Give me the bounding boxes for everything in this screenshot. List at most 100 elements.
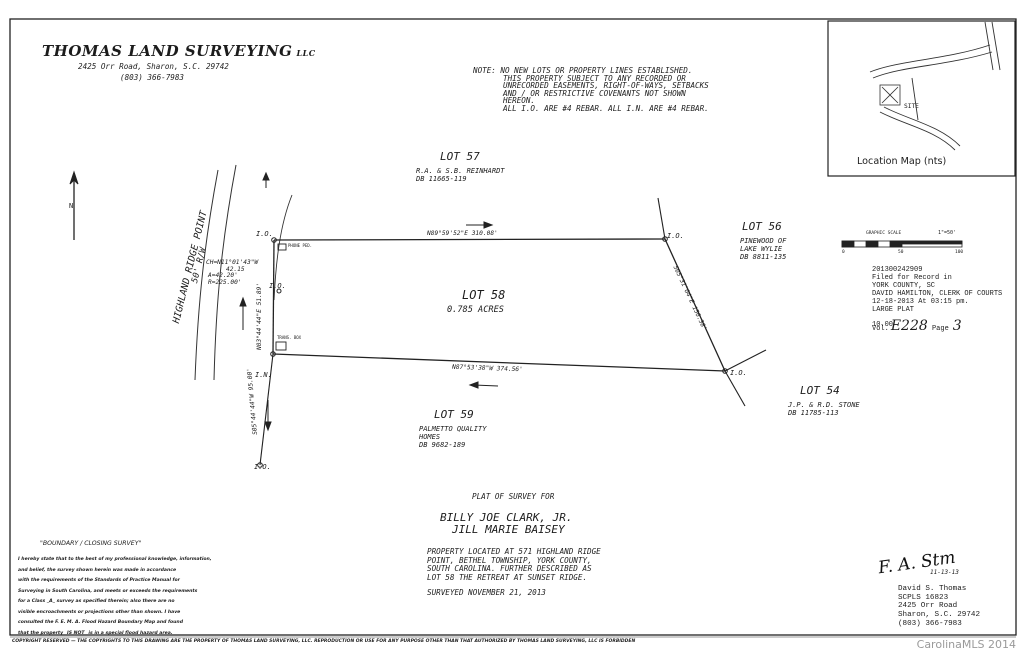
graphic-scale-tick-100: 100 (955, 250, 964, 255)
certification-line: for a Class _A_ survey as specified ther… (18, 599, 175, 604)
recording-line: Filed for Record in (872, 273, 952, 282)
recording-page-value: 3 (952, 318, 962, 334)
surveyor-phone: (803) 366-7983 (898, 619, 962, 628)
lot-57-title: LOT 57 (440, 150, 480, 163)
firm-name-text: THOMAS LAND SURVEYING (42, 42, 293, 60)
north-arrow (69, 170, 79, 240)
phone-ped-label: PHONE PED. (288, 243, 313, 248)
location-map-frame (827, 20, 1016, 177)
recording-vol-label: Vol. (872, 325, 889, 333)
lot-59-deed: DB 9682-189 (419, 441, 466, 449)
survey-note: NOTE: NO NEW LOTS OR PROPERTY LINES ESTA… (473, 67, 709, 113)
plat-description-line: POINT, BETHEL TOWNSHIP, YORK COUNTY, (427, 555, 592, 565)
marker-io-nw: I.O. (256, 230, 273, 238)
recording-number: 201300242909 (872, 266, 923, 274)
recording-fee-label: LARGE PLAT (872, 305, 915, 314)
plat-description: PROPERTY LOCATED AT 571 HIGHLAND RIDGE P… (427, 547, 601, 583)
lot-57-deed: DB 11665-119 (416, 175, 467, 183)
recording-line: 12-18-2013 At 03:15 pm. (872, 297, 969, 306)
graphic-scale-ratio: 1"=50' (938, 230, 957, 236)
graphic-scale-bar (841, 240, 963, 248)
lot-56-owner-2: LAKE WYLIE (740, 245, 783, 253)
north-label: N (69, 202, 74, 211)
marker-io-se: I.O. (730, 369, 747, 377)
firm-phone: (803) 366-7983 (120, 73, 185, 82)
sheet-border (9, 18, 1017, 636)
location-map-site-label: SITE (904, 103, 919, 110)
location-map-title: Location Map (nts) (857, 156, 947, 167)
plat-owner-2: JILL MARIE BAISEY (452, 523, 565, 536)
bearing-arrows (239, 171, 499, 432)
lot-56-owner: PINEWOOD OF (740, 237, 787, 245)
iron-markers (257, 236, 728, 468)
bearing-north-line: N89°59'52"E 310.08' (427, 230, 498, 238)
certification-heading: "BOUNDARY / CLOSING SURVEY" (40, 540, 142, 547)
certification-line: Surveying in South Carolina, and meets o… (18, 588, 198, 594)
plat-owner-1: BILLY JOE CLARK, JR. (440, 511, 573, 524)
surveyor-license: SCPLS 16823 (898, 593, 949, 602)
firm-address: 2425 Orr Road, Sharon, S.C. 29742 (78, 62, 229, 71)
firm-suffix: LLC (296, 48, 316, 58)
lot-58-title: LOT 58 (462, 288, 506, 302)
curve-chord-length: 42.15 (226, 265, 245, 273)
plat-surveyed-date: SURVEYED NOVEMBER 21, 2013 (427, 588, 546, 597)
recording-page-label: Page (931, 325, 949, 333)
surveyor-address-1: 2425 Orr Road (898, 602, 958, 611)
trans-box-label: TRANS. BOX (277, 335, 302, 340)
plat-description-line: SOUTH CAROLINA. FURTHER DESCRIBED AS (427, 564, 592, 574)
certification-line: and belief, the survey shown herein was … (18, 567, 177, 573)
certification-line: consulted the F. E. M. A. Flood Hazard B… (18, 620, 183, 625)
surveyor-sign-date: 11-13-13 (930, 569, 959, 576)
lot-59-title: LOT 59 (434, 408, 474, 421)
marker-in-sw: I.N. (255, 371, 272, 379)
recording-fee-line: LARGE PLAT 10.00 (872, 305, 1002, 331)
note-line: HEREON. (503, 96, 536, 106)
copyright-line: COPYRIGHT RESERVED — THE COPYRIGHTS TO T… (12, 639, 636, 644)
marker-io-ne: I.O. (667, 232, 684, 240)
lot-54-owner: J.P. & R.D. STONE (788, 401, 860, 409)
certification-line: I hereby state that to the best of my pr… (18, 557, 212, 562)
certification-statement: I hereby state that to the best of my pr… (18, 555, 212, 639)
lot-59-owner-2: HOMES (419, 433, 441, 441)
lot-56-title: LOT 56 (742, 220, 782, 233)
marker-io-south: I.O. (254, 463, 271, 471)
note-line: AND / OR RESTRICTIVE COVENANTS NOT SHOWN (503, 88, 686, 98)
certification-line: with the requirements of the Standards o… (18, 578, 180, 583)
lot-59-owner: PALMETTO QUALITY (419, 425, 487, 433)
recording-line: DAVID HAMILTON, CLERK OF COURTS (872, 289, 1003, 298)
plat-description-line: LOT 58 THE RETREAT AT SUNSET RIDGE. (427, 573, 588, 583)
adjacent-lot-lines (259, 197, 767, 466)
location-map-site-mark (881, 86, 899, 104)
plat-description-line: PROPERTY LOCATED AT 571 HIGHLAND RIDGE (427, 547, 601, 556)
lot-56-deed: DB 8811-135 (740, 253, 787, 261)
lot-57-owner: R.A. & S.B. REINHARDT (416, 167, 505, 175)
curve-arc: A=42.20' (208, 272, 238, 279)
recording-vol-value: E228 (890, 318, 928, 334)
certification-line: visible encroachments or projections oth… (18, 609, 181, 615)
note-line: THIS PROPERTY SUBJECT TO ANY RECORDED OR (503, 73, 686, 83)
graphic-scale-tick-0: 0 (842, 250, 845, 255)
curve-data: CH=N11°01'43"W 42.15 A=42.20' R=225.00' (206, 259, 259, 286)
recording-stamp: 201300242909 Filed for Record in YORK CO… (872, 266, 1003, 331)
recording-line: YORK COUNTY, SC (872, 281, 936, 290)
curve-chord: CH=N11°01'43"W (206, 259, 259, 266)
bearing-west-line: N03°44'44"E 51.89' (256, 282, 263, 350)
recording-fee-value: 10.00 (872, 321, 894, 330)
lot-54-deed: DB 11785-113 (788, 409, 839, 417)
surveyor-name: David S. Thomas (898, 585, 967, 593)
watermark: CarolinaMLS 2014 (916, 638, 1016, 651)
note-line: UNRECORDED EASEMENTS, RIGHT-OF-WAYS, SET… (503, 81, 709, 91)
lot-58-acres: 0.785 ACRES (447, 305, 504, 315)
utility-boxes (275, 243, 287, 351)
surveyor-address-2: Sharon, S.C. 29742 (898, 611, 981, 620)
surveyor-block: David S. Thomas SCPLS 16823 2425 Orr Roa… (898, 585, 980, 629)
certification-line: that the property _IS NOT_ is in a speci… (18, 630, 173, 636)
graphic-scale-tick-50: 50 (898, 250, 904, 255)
location-map-site-box (879, 84, 901, 106)
lot-58-boundary (272, 238, 726, 372)
note-line: NOTE: NO NEW LOTS OR PROPERTY LINES ESTA… (473, 66, 693, 75)
